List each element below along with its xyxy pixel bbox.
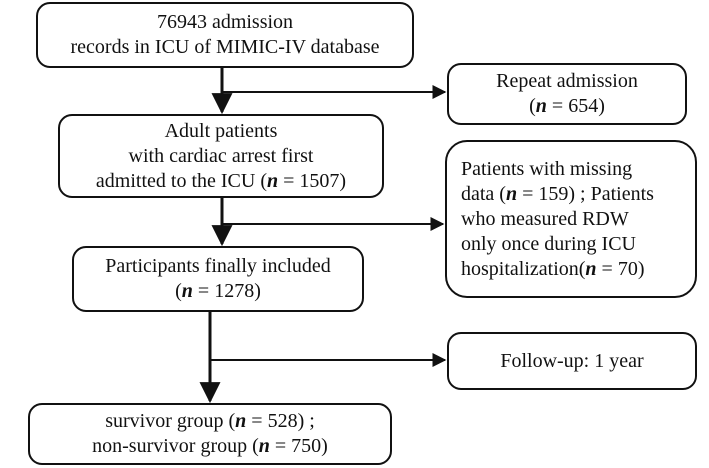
sample-size-symbol: n xyxy=(235,410,247,432)
outcome-groups-box: survivor group (n = 528) ;non-survivor g… xyxy=(28,403,392,465)
text-segment: = 528) ; xyxy=(246,410,315,432)
box-text-line: records in ICU of MIMIC-IV database xyxy=(71,35,380,60)
admission-records-box: 76943 admission records in ICU of MIMIC-I… xyxy=(36,2,414,68)
text-segment: = 654) xyxy=(546,95,605,117)
box-text-line: non-survivor group (n = 750) xyxy=(92,434,328,459)
box-text-line: 76943 admission xyxy=(157,10,293,35)
box-text-line: (n = 1278) xyxy=(175,279,261,304)
text-segment: = 70) xyxy=(596,257,645,280)
box-text-line: (n = 654) xyxy=(529,94,605,119)
sample-size-symbol: n xyxy=(505,182,518,205)
text-segment: Repeat admission xyxy=(496,70,638,92)
box-text-line: survivor group (n = 528) ; xyxy=(105,409,315,434)
text-segment: survivor group ( xyxy=(105,410,236,432)
text-segment: Follow-up: 1 year xyxy=(500,349,644,372)
sample-size-symbol: n xyxy=(258,435,270,457)
box-text-line: hospitalization(n = 70) xyxy=(461,257,645,282)
participants-included-box: Participants finally included(n = 1278) xyxy=(72,246,364,312)
text-segment: Participants finally included xyxy=(105,255,331,277)
text-segment: who measured RDW xyxy=(461,207,629,230)
sample-size-symbol: n xyxy=(585,257,597,280)
box-text-line: only once during ICU xyxy=(461,232,636,257)
text-segment: records in ICU of MIMIC-IV database xyxy=(70,36,380,58)
box-text-line: Adult patients xyxy=(165,119,278,144)
text-segment: Adult patients xyxy=(164,119,278,142)
text-segment: non-survivor group ( xyxy=(92,435,259,457)
follow-up-box: Follow-up: 1 year xyxy=(447,332,697,390)
sample-size-symbol: n xyxy=(181,280,193,302)
box-text-line: data (n = 159) ; Patients xyxy=(461,182,654,207)
box-text-line: Patients with missing xyxy=(461,157,632,182)
text-segment: 76943 admission xyxy=(156,11,294,33)
text-segment: ( xyxy=(175,280,182,302)
box-text-line: who measured RDW xyxy=(461,207,629,232)
box-text-line: with cardiac arrest first xyxy=(129,144,314,169)
box-text-line: Follow-up: 1 year xyxy=(500,349,643,374)
text-segment: hospitalization( xyxy=(461,257,586,280)
box-text-line: Participants finally included xyxy=(105,254,331,279)
repeat-admission-box: Repeat admission(n = 654) xyxy=(447,63,687,125)
text-segment: admitted to the ICU ( xyxy=(95,169,267,192)
text-segment: data ( xyxy=(461,182,506,205)
text-segment: = 750) xyxy=(269,435,328,457)
sample-size-symbol: n xyxy=(267,169,279,192)
text-segment: = 1278) xyxy=(192,280,261,302)
text-segment: ( xyxy=(529,95,536,117)
box-text-line: admitted to the ICU (n = 1507) xyxy=(96,169,346,194)
text-segment: Patients with missing xyxy=(461,157,633,180)
text-segment: = 159) ; Patients xyxy=(517,182,654,205)
text-segment: only once during ICU xyxy=(461,232,636,255)
text-segment: with cardiac arrest first xyxy=(128,144,314,167)
box-text-line: Repeat admission xyxy=(496,69,638,94)
sample-size-symbol: n xyxy=(535,95,547,117)
text-segment: = 1507) xyxy=(278,169,347,192)
